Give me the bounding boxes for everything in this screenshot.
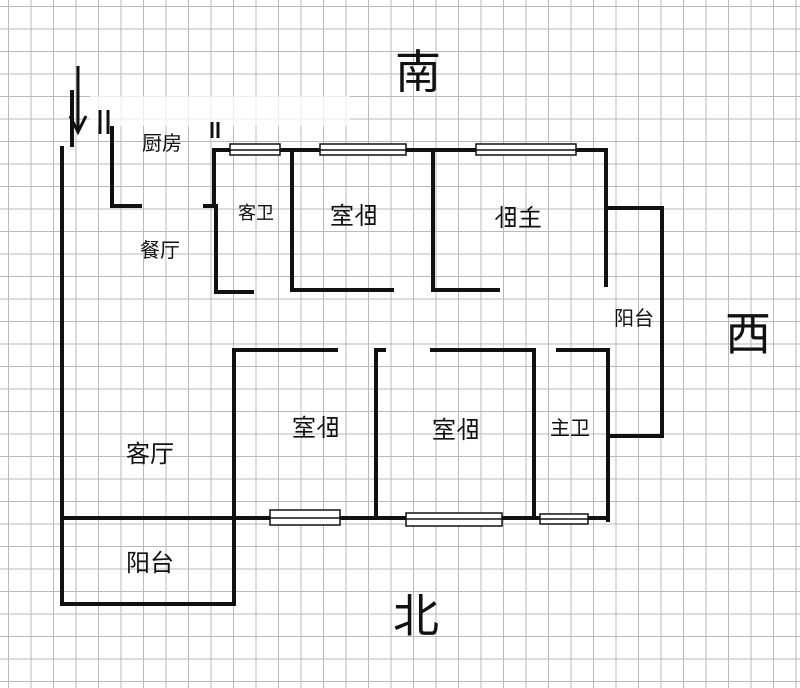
entry-arrow-head [68, 115, 88, 136]
room-label-dining: 餐厅 [140, 238, 180, 262]
room-label-master-bedroom: 主卧 [494, 204, 542, 232]
room-label-front-balcony: 阳台 [126, 549, 174, 577]
compass-west-label: 西 [725, 307, 771, 361]
compass-north-label: 北 [393, 589, 439, 643]
room-label-kitchen: 厨房 [142, 131, 182, 155]
scan-haze [90, 96, 350, 126]
room-label-west-balcony: 阳台 [614, 306, 654, 330]
room-label-bedroom-north: 卧室 [330, 202, 378, 230]
room-label-master-bath: 主卫 [550, 416, 590, 440]
compass-south-label: 南 [395, 45, 441, 99]
room-label-bedroom-center: 卧室 [292, 414, 340, 442]
room-label-guest-bath: 客卫 [238, 203, 274, 224]
room-label-bedroom-right: 卧室 [432, 416, 480, 444]
room-label-living-room: 客厅 [126, 440, 174, 468]
